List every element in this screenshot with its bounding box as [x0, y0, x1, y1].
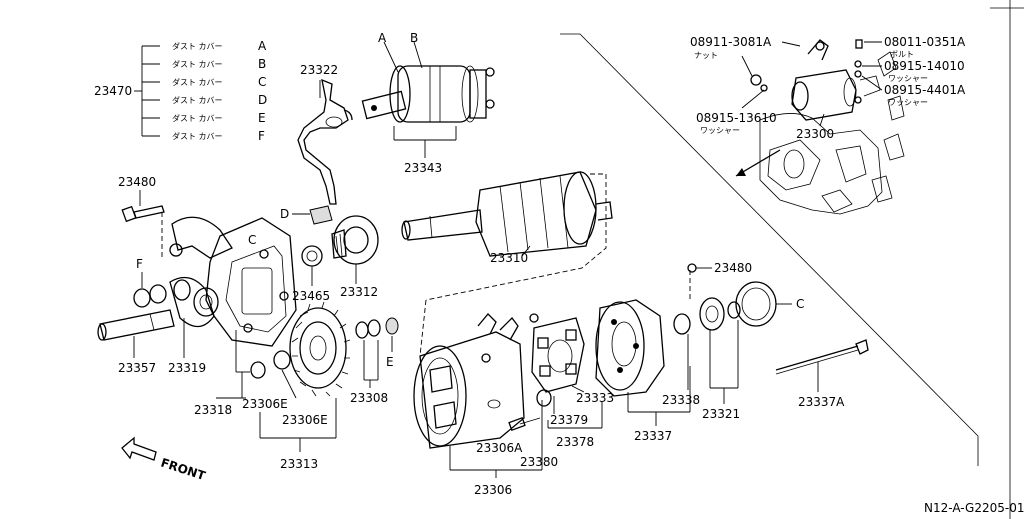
dust-cover-d: D	[280, 205, 333, 225]
bushing-23338: 23338 23321	[662, 297, 741, 421]
part-number-23480-right: 23480	[714, 261, 752, 275]
through-bolt-23337A: 23337A	[775, 339, 869, 409]
dust-cover-letter: B	[258, 57, 266, 71]
dust-cover-name: ダスト カバー	[172, 59, 223, 69]
starter-installation-inset	[735, 39, 905, 215]
dust-cover-letter: E	[258, 111, 266, 125]
part-number-23306E-second: 23306E	[282, 413, 328, 427]
drive-housing-23318: C 23318	[169, 216, 297, 417]
dust-cover-letter: C	[258, 75, 266, 89]
part-number-23338: 23338	[662, 393, 700, 407]
yoke-23306: 23306A 23306 23380	[413, 299, 558, 497]
part-number-08915-13610: 08915-13610	[696, 111, 777, 125]
dust-cover-letter: D	[258, 93, 267, 107]
part-number-23465: 23465	[292, 289, 330, 303]
part-number-23379: 23379	[550, 413, 588, 427]
end-frame-23337: 23337	[595, 299, 691, 443]
part-number-23306A: 23306A	[476, 441, 523, 455]
stop-collar-23465: 23465	[292, 245, 330, 303]
dust-cover-b-label: B	[410, 31, 418, 45]
figure-code: N12-A-G2205-0192	[924, 501, 1024, 515]
dust-cover-c-label: C	[796, 297, 804, 311]
part-desc-bolt: ボルト	[890, 50, 914, 59]
dust-cover-c: C	[735, 281, 804, 327]
part-number-23333: 23333	[576, 391, 614, 405]
part-desc-washer: ワッシャー	[888, 74, 928, 83]
part-desc-nut: ナット	[694, 51, 718, 60]
brush-holder-23378: 23333 23379 23378	[529, 313, 614, 449]
part-number-08915-4401A: 08915-4401A	[884, 83, 966, 97]
dust-cover-letter: A	[258, 39, 267, 53]
part-number-23470: 23470	[94, 84, 132, 98]
bolt-23480-upper: 23480	[118, 175, 165, 260]
drive-lever-23322: 23322	[297, 63, 353, 205]
part-number-23357: 23357	[118, 361, 156, 375]
part-number-23480-upper: 23480	[118, 175, 156, 189]
part-number-23318: 23318	[194, 403, 232, 417]
idler-gear-23313: 23306E 23306E 23313	[242, 301, 351, 471]
hardware-callouts: 08911-3081A ナット 08011-0351A ボルト 08915-14…	[690, 35, 966, 141]
bearing-23308: 23308 E	[350, 317, 399, 405]
part-number-08915-14010: 08915-14010	[884, 59, 965, 73]
part-number-23322: 23322	[300, 63, 338, 77]
part-desc-washer: ワッシャー	[700, 126, 740, 135]
dust-cover-a-label: A	[378, 31, 387, 45]
front-arrow-icon	[121, 436, 157, 461]
dust-cover-f-label: F	[136, 257, 143, 271]
retainer-23319: 23319	[168, 318, 206, 375]
section-divider-line	[560, 33, 979, 466]
part-number-23337: 23337	[634, 429, 672, 443]
part-number-23380: 23380	[520, 455, 558, 469]
armature-23310: 23310	[401, 171, 613, 301]
dust-cover-c-label-housing: C	[248, 233, 256, 247]
part-number-08011-0351A: 08011-0351A	[884, 35, 966, 49]
part-number-23321: 23321	[702, 407, 740, 421]
armature-dashed-guide	[425, 173, 607, 301]
part-number-23343: 23343	[404, 161, 442, 175]
screw-23480-right: 23480	[687, 261, 752, 302]
dust-cover-group-23470: 23470 ダスト カバー ダスト カバー ダスト カバー ダスト カバー ダス…	[94, 39, 267, 143]
dust-cover-name: ダスト カバー	[172, 131, 223, 141]
dust-cover-d-label: D	[280, 207, 289, 221]
pinion-clutch-23312: 23312	[331, 215, 379, 299]
part-number-23378: 23378	[556, 435, 594, 449]
front-label: FRONT	[159, 456, 208, 484]
dust-cover-name: ダスト カバー	[172, 95, 223, 105]
dust-cover-letter: F	[258, 129, 265, 143]
part-number-23313: 23313	[280, 457, 318, 471]
part-number-23337A: 23337A	[798, 395, 845, 409]
part-number-23310: 23310	[490, 251, 528, 265]
dust-cover-name: ダスト カバー	[172, 41, 223, 51]
part-number-23319: 23319	[168, 361, 206, 375]
dust-cover-e-label: E	[386, 355, 394, 369]
part-number-23300: 23300	[796, 127, 834, 141]
part-number-23306: 23306	[474, 483, 512, 497]
part-number-23308: 23308	[350, 391, 388, 405]
front-direction-indicator: FRONT	[121, 436, 208, 484]
part-number-23312: 23312	[340, 285, 378, 299]
solenoid-switch-23343: A B 23343	[361, 31, 495, 175]
dust-cover-f: F	[133, 257, 167, 308]
part-desc-washer: ワッシャー	[888, 98, 928, 107]
part-number-23306E-first: 23306E	[242, 397, 288, 411]
part-number-08911-3081A: 08911-3081A	[690, 35, 772, 49]
dust-cover-name: ダスト カバー	[172, 77, 223, 87]
pinion-shaft-23357: 23357	[97, 309, 175, 375]
dust-cover-name: ダスト カバー	[172, 113, 223, 123]
